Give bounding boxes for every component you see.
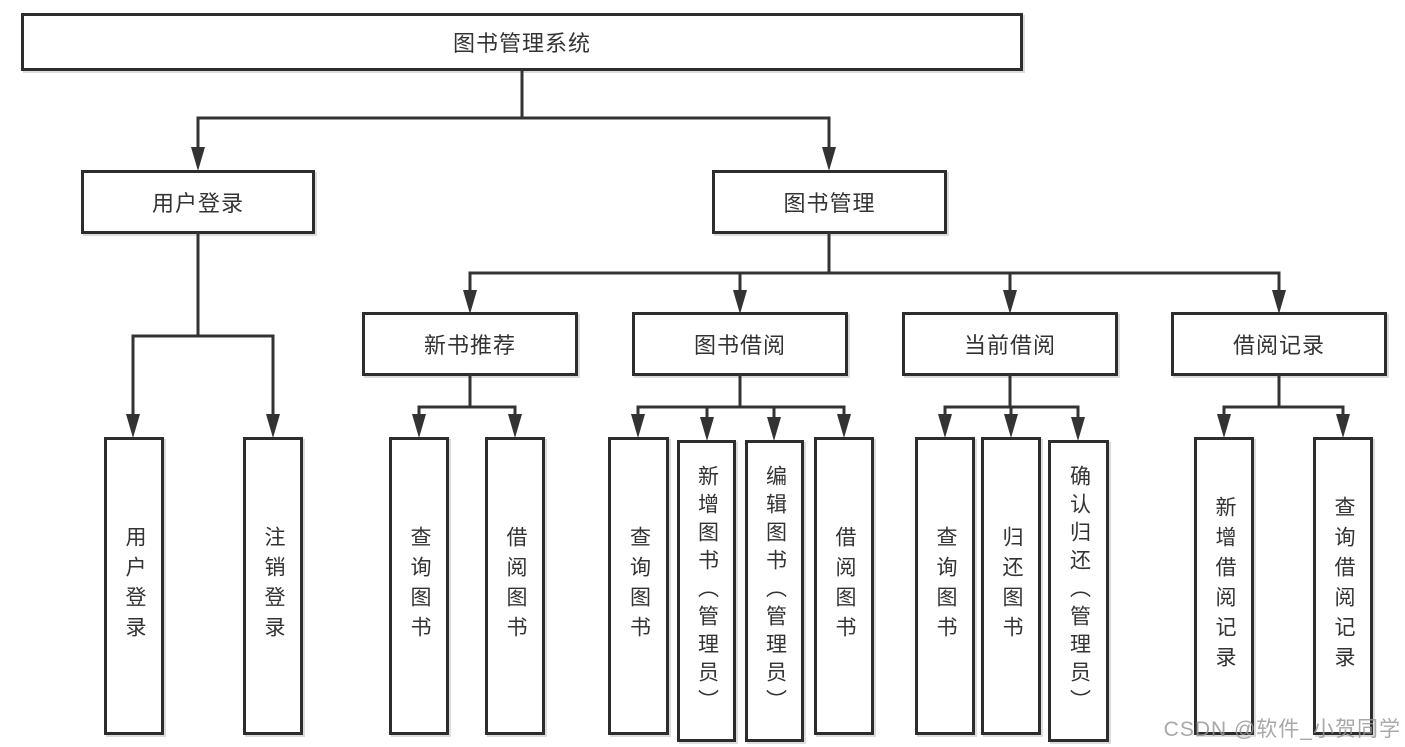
node-user-login: 用户登录 <box>81 170 315 234</box>
node-new-book-recommendation: 新书推荐 <box>362 312 578 376</box>
leaf-logout-login: 注销登录 <box>243 437 303 735</box>
leaf-recommend-query-books: 查询图书 <box>389 437 449 735</box>
leaf-current-confirm-return-admin: 确认归还（管理员） <box>1048 440 1109 742</box>
leaf-borrowing-add-books-admin: 新增图书（管理员） <box>677 440 736 742</box>
leaf-borrowing-query-books: 查询图书 <box>608 437 669 735</box>
leaf-recommend-borrow-books: 借阅图书 <box>485 437 545 735</box>
leaf-user-login: 用户登录 <box>104 437 164 735</box>
leaf-records-add-record: 新增借阅记录 <box>1194 437 1254 735</box>
leaf-current-query-books: 查询图书 <box>915 437 975 735</box>
node-library-management-system: 图书管理系统 <box>21 13 1023 71</box>
leaf-borrowing-edit-books-admin: 编辑图书（管理员） <box>745 440 804 742</box>
node-borrowing-records: 借阅记录 <box>1171 312 1387 376</box>
node-book-management: 图书管理 <box>712 170 947 234</box>
leaf-current-return-books: 归还图书 <box>981 437 1041 735</box>
leaf-records-query-record: 查询借阅记录 <box>1313 437 1373 735</box>
node-current-borrowing: 当前借阅 <box>902 312 1118 376</box>
node-book-borrowing: 图书借阅 <box>632 312 848 376</box>
csdn-watermark: CSDN @软件_小贺同学 <box>1163 718 1401 741</box>
leaf-borrowing-borrow-books: 借阅图书 <box>814 437 874 735</box>
